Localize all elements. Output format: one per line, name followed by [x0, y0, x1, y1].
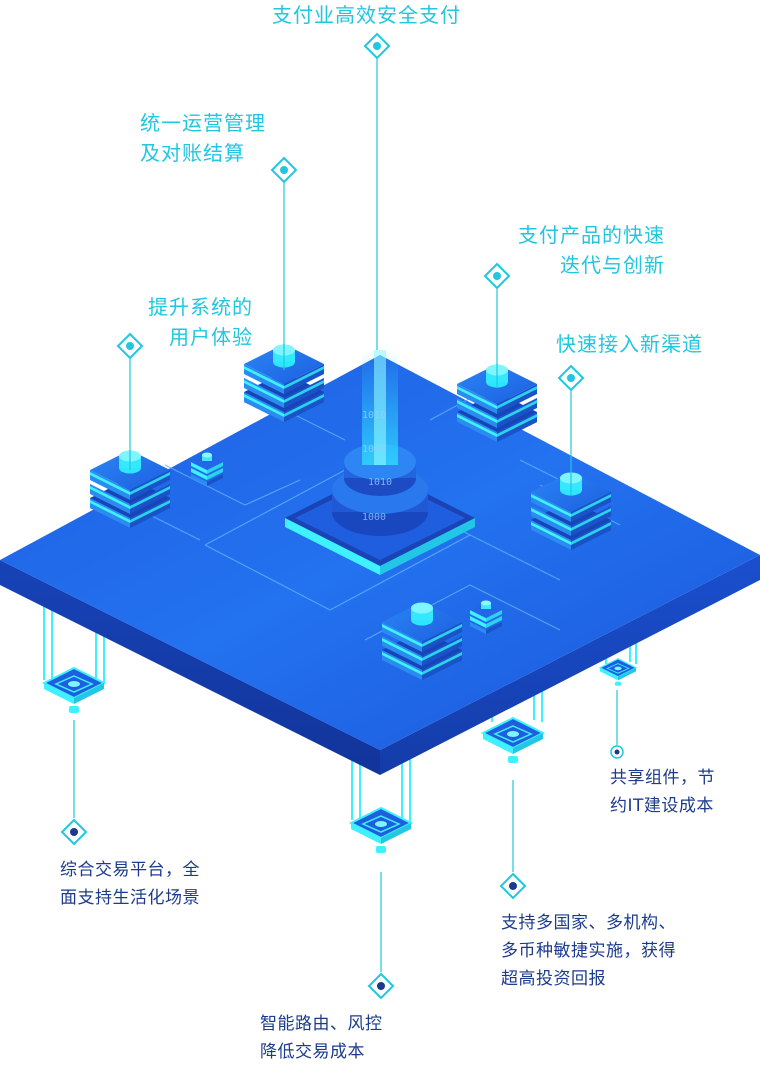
- label-multi: 支持多国家、多机构、 多币种敏捷实施，获得 超高投资回报: [501, 913, 676, 989]
- label-shared: 共享组件，节 约IT建设成本: [610, 768, 715, 816]
- binary-codes: 1010 1000 1000 1010: [362, 410, 392, 523]
- pin-icon-center: [364, 33, 390, 59]
- chip-code-2: 1000: [362, 444, 386, 455]
- pin-icon-ops: [271, 157, 297, 183]
- label-platform: 综合交易平台，全 面支持生活化场景: [60, 860, 200, 908]
- label-ops: 统一运营管理 及对账结算: [140, 111, 266, 165]
- pin-icon-shared: [610, 745, 624, 759]
- label-channels: 快速接入新渠道: [556, 332, 703, 356]
- pin-icon-multi: [500, 873, 526, 899]
- pin-icon-routing: [368, 973, 394, 999]
- label-routing: 智能路由、风控 降低交易成本: [260, 1014, 383, 1062]
- pin-icon-platform: [61, 819, 87, 845]
- leader-lines: [73, 58, 618, 972]
- pendant-multi: [482, 717, 544, 764]
- chip-code-4: 1010: [368, 477, 392, 488]
- pin-icon-channels: [558, 365, 584, 391]
- central-chip: [285, 444, 475, 575]
- label-experience: 提升系统的 用户体验: [148, 295, 253, 349]
- label-center: 支付业高效安全支付: [272, 3, 461, 27]
- label-iteration: 支付产品的快速 迭代与创新: [518, 223, 665, 277]
- chip-code-3: 1000: [362, 512, 386, 523]
- chip-code-1: 1010: [362, 410, 386, 421]
- light-beam: [362, 350, 398, 465]
